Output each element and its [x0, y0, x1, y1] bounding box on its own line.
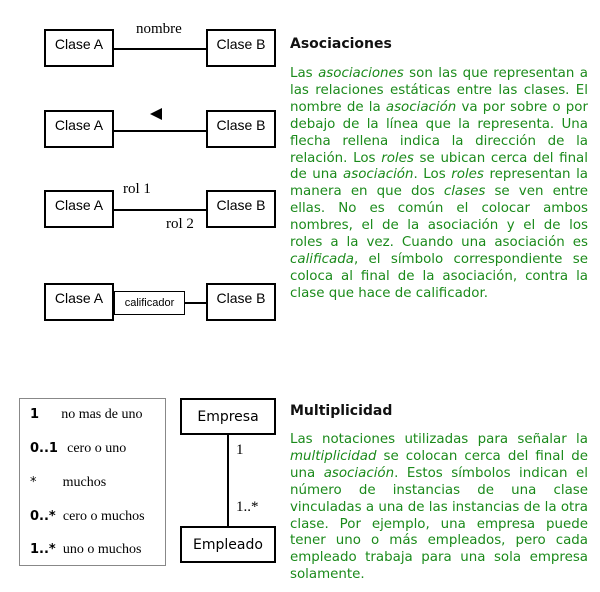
associations-paragraph: Las asociaciones son las que representan…	[290, 66, 588, 303]
legend-text: cero o muchos	[62, 509, 145, 524]
class-box-a: Clase A	[44, 110, 114, 148]
legend-row: * muchos	[30, 475, 106, 491]
section-heading-multiplicidad: Multiplicidad	[290, 403, 393, 419]
class-box-b: Clase B	[206, 29, 276, 67]
legend-row: 1 no mas de uno	[30, 407, 142, 423]
direction-arrow-icon	[150, 108, 162, 120]
paragraph-text: , el símbolo correspondiente se coloca a…	[290, 251, 588, 301]
legend-row: 0..* cero o muchos	[30, 509, 145, 525]
association-line	[227, 435, 229, 526]
class-box-a: Clase A	[44, 283, 114, 321]
multiplicity-legend: 1 no mas de uno 0..1 cero o uno * muchos…	[19, 398, 166, 566]
paragraph-text: se ven entre ellas. No es común el coloc…	[290, 184, 588, 251]
class-box-empleado: Empleado	[180, 526, 276, 563]
legend-text: no mas de uno	[61, 407, 143, 422]
association-line	[185, 302, 206, 304]
paragraph-text: . Los	[413, 167, 452, 183]
legend-text: cero o uno	[67, 441, 127, 456]
emphasis-text: clases	[443, 184, 486, 200]
class-box-a: Clase A	[44, 190, 114, 228]
legend-row: 0..1 cero o uno	[30, 441, 126, 457]
multiplicity-top-label: 1	[236, 442, 244, 458]
association-line	[114, 209, 206, 211]
legend-symbol: 0..*	[30, 509, 56, 524]
emphasis-text: roles	[451, 167, 484, 183]
legend-row: 1..* uno o muchos	[30, 542, 141, 558]
role-1-label: rol 1	[123, 181, 151, 197]
paragraph-text: . Estos símbolos indican el número de in…	[290, 465, 589, 583]
legend-symbol: 1	[30, 407, 40, 422]
multiplicity-paragraph: Las notaciones utilizadas para señalar l…	[290, 432, 588, 584]
association-line	[114, 48, 206, 50]
emphasis-text: multiplicidad	[290, 448, 377, 464]
role-2-label: rol 2	[166, 216, 194, 232]
paragraph-text: Las	[290, 66, 319, 81]
emphasis-text: asociación	[343, 167, 414, 183]
section-heading-asociaciones: Asociaciones	[290, 36, 392, 52]
paragraph-text: Las notaciones utilizadas para señalar l…	[290, 432, 588, 447]
class-box-a: Clase A	[44, 29, 114, 67]
class-box-empresa: Empresa	[180, 398, 276, 435]
paragraph-text: se colocan cerca del final de una	[290, 448, 588, 481]
qualifier-box: calificador	[114, 291, 185, 315]
paragraph-text: va por sobre o por debajo de la línea qu…	[290, 99, 588, 166]
association-name-label: nombre	[136, 21, 182, 37]
emphasis-text: roles	[381, 150, 414, 166]
legend-symbol: 0..1	[30, 441, 58, 456]
emphasis-text: asociación	[323, 465, 395, 481]
multiplicity-bottom-label: 1..*	[236, 499, 259, 515]
class-box-b: Clase B	[206, 190, 276, 228]
emphasis-text: asociaciones	[318, 66, 404, 81]
legend-text: muchos	[62, 475, 107, 490]
legend-symbol: 1..*	[30, 542, 56, 557]
class-box-b: Clase B	[206, 283, 276, 321]
association-line	[114, 130, 206, 132]
class-box-b: Clase B	[206, 110, 276, 148]
emphasis-text: asociación	[385, 99, 457, 115]
paragraph-text: se ubican cerca del final de una	[290, 150, 588, 183]
paragraph-text: son las que representan a las relaciones…	[290, 66, 588, 115]
legend-text: uno o muchos	[62, 542, 142, 557]
legend-symbol: *	[30, 475, 37, 490]
emphasis-text: calificada	[290, 251, 354, 267]
paragraph-text: representan la manera en que dos	[290, 167, 588, 200]
